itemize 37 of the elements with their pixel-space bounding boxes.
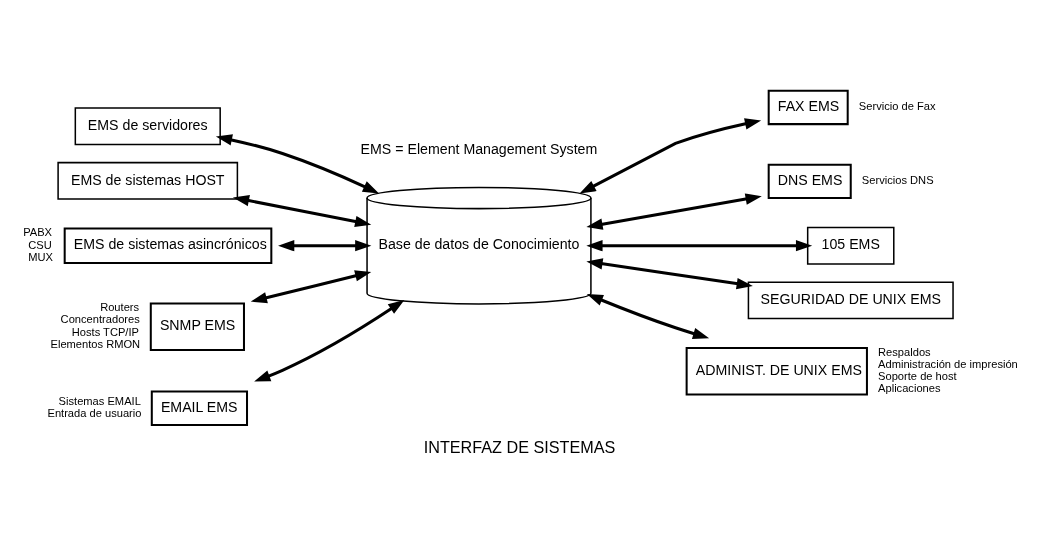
- node-box: SEGURIDAD DE UNIX EMS: [747, 280, 954, 319]
- arrow: [254, 299, 405, 381]
- node-label: Sistemas EMAIL: [58, 394, 141, 407]
- node-label: Servicio de Fax: [858, 99, 936, 112]
- arrow: [579, 117, 762, 194]
- node-box: FAX EMS: [767, 89, 849, 125]
- node-label: Routers: [100, 300, 140, 313]
- node-box: DNS EMS: [767, 163, 852, 199]
- node-label: Hosts TCP/IP: [71, 325, 139, 338]
- node-label: CSU: [28, 238, 52, 251]
- node-label: Concentradores: [60, 312, 140, 325]
- caption: INTERFAZ DE SISTEMAS: [423, 437, 616, 456]
- node-label: PABX: [23, 225, 53, 238]
- node-box: ADMINIST. DE UNIX EMS: [685, 346, 868, 396]
- node-box: EMAIL EMS: [150, 390, 249, 426]
- node-label: Respaldos: [878, 345, 931, 358]
- node-label: Servicios DNS: [861, 173, 934, 186]
- arrow: [586, 193, 762, 230]
- node-box: 105 EMS: [806, 226, 895, 265]
- label: EMS = Element Management System: [360, 140, 598, 157]
- node-label: Soporte de host: [878, 369, 957, 382]
- node-label: Elementos RMON: [50, 337, 141, 350]
- arrow: [250, 269, 372, 303]
- node-label: Administración de impresión: [878, 357, 1018, 370]
- node-box: EMS de servidores: [74, 106, 221, 145]
- node-label: Entrada de usuario: [47, 406, 142, 419]
- arrow: [586, 293, 710, 339]
- node-label: MUX: [28, 250, 53, 263]
- arrow: [586, 239, 813, 251]
- arrow: [215, 133, 379, 193]
- node-box: EMS de sistemas asincrónicos: [63, 226, 273, 264]
- node-label: Aplicaciones: [878, 381, 941, 394]
- node-box: EMS de sistemas HOST: [57, 161, 239, 200]
- node-box: SNMP EMS: [149, 301, 245, 351]
- arrow: [586, 257, 753, 289]
- arrow: [232, 194, 372, 227]
- arrow: [278, 239, 372, 251]
